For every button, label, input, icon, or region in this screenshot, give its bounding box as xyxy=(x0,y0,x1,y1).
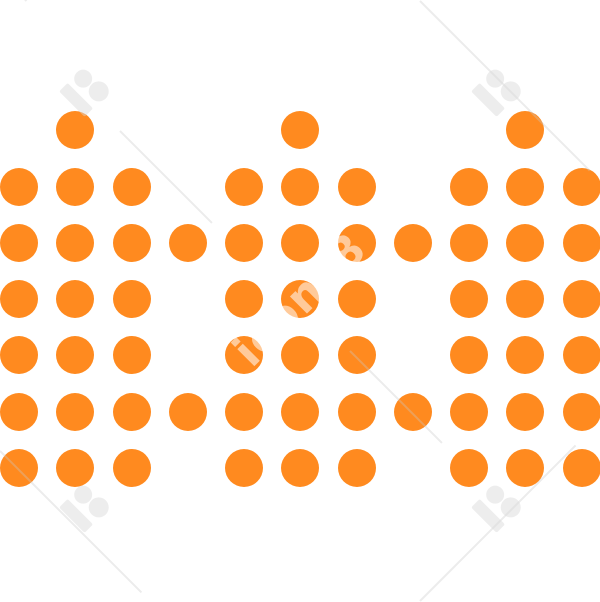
equalizer-dot xyxy=(506,336,544,374)
equalizer-dot xyxy=(506,224,544,262)
equalizer-dot xyxy=(56,224,94,262)
equalizer-dot xyxy=(563,393,600,431)
equalizer-dot xyxy=(338,280,376,318)
equalizer-dot xyxy=(506,168,544,206)
equalizer-dot xyxy=(394,224,432,262)
equalizer-dot xyxy=(0,449,38,487)
equalizer-dot xyxy=(56,280,94,318)
equalizer-dot xyxy=(113,449,151,487)
equalizer-dot xyxy=(563,168,600,206)
equalizer-dot xyxy=(225,449,263,487)
equalizer-dot xyxy=(338,224,376,262)
equalizer-dot xyxy=(113,393,151,431)
equalizer-dot xyxy=(338,449,376,487)
equalizer-dot xyxy=(281,168,319,206)
equalizer-dot xyxy=(281,224,319,262)
watermark-logo-icon xyxy=(470,478,526,534)
watermark-line xyxy=(419,445,576,602)
equalizer-dot xyxy=(563,224,600,262)
equalizer-dot xyxy=(338,168,376,206)
equalizer-dot xyxy=(338,393,376,431)
equalizer-dot xyxy=(563,280,600,318)
equalizer-dot xyxy=(113,224,151,262)
equalizer-dot xyxy=(506,393,544,431)
equalizer-dot xyxy=(169,224,207,262)
equalizer-dot xyxy=(450,280,488,318)
equalizer-dot xyxy=(225,224,263,262)
equalizer-dot xyxy=(450,224,488,262)
equalizer-dot xyxy=(225,280,263,318)
equalizer-dot xyxy=(450,336,488,374)
equalizer-dot xyxy=(506,280,544,318)
watermark-line xyxy=(24,0,167,2)
equalizer-dot xyxy=(169,393,207,431)
equalizer-dot xyxy=(563,336,600,374)
equalizer-dot xyxy=(225,393,263,431)
equalizer-dot xyxy=(281,280,319,318)
equalizer-dot xyxy=(0,393,38,431)
watermark-logo-icon xyxy=(58,478,114,534)
equalizer-dot xyxy=(56,111,94,149)
equalizer-dot xyxy=(0,336,38,374)
equalizer-dot xyxy=(281,336,319,374)
equalizer-dot xyxy=(225,168,263,206)
equalizer-dot xyxy=(338,336,376,374)
equalizer-dot xyxy=(113,336,151,374)
watermark-line xyxy=(419,0,590,171)
equalizer-dot xyxy=(225,336,263,374)
equalizer-dot xyxy=(0,168,38,206)
equalizer-dot xyxy=(506,449,544,487)
equalizer-dot xyxy=(506,111,544,149)
equalizer-dot xyxy=(450,449,488,487)
equalizer-dot xyxy=(113,280,151,318)
equalizer-dot xyxy=(450,393,488,431)
equalizer-dot xyxy=(0,280,38,318)
equalizer-dot xyxy=(563,449,600,487)
equalizer-dot xyxy=(113,168,151,206)
equalizer-dot xyxy=(281,393,319,431)
equalizer-dot xyxy=(56,393,94,431)
equalizer-dot xyxy=(281,449,319,487)
watermark-logo-icon xyxy=(470,62,526,118)
watermark-logo-icon xyxy=(58,62,114,118)
equalizer-dot xyxy=(394,393,432,431)
equalizer-dot xyxy=(56,336,94,374)
equalizer-dot xyxy=(0,224,38,262)
equalizer-dot xyxy=(56,449,94,487)
equalizer-dot xyxy=(450,168,488,206)
equalizer-dot xyxy=(281,111,319,149)
equalizer-dot xyxy=(56,168,94,206)
